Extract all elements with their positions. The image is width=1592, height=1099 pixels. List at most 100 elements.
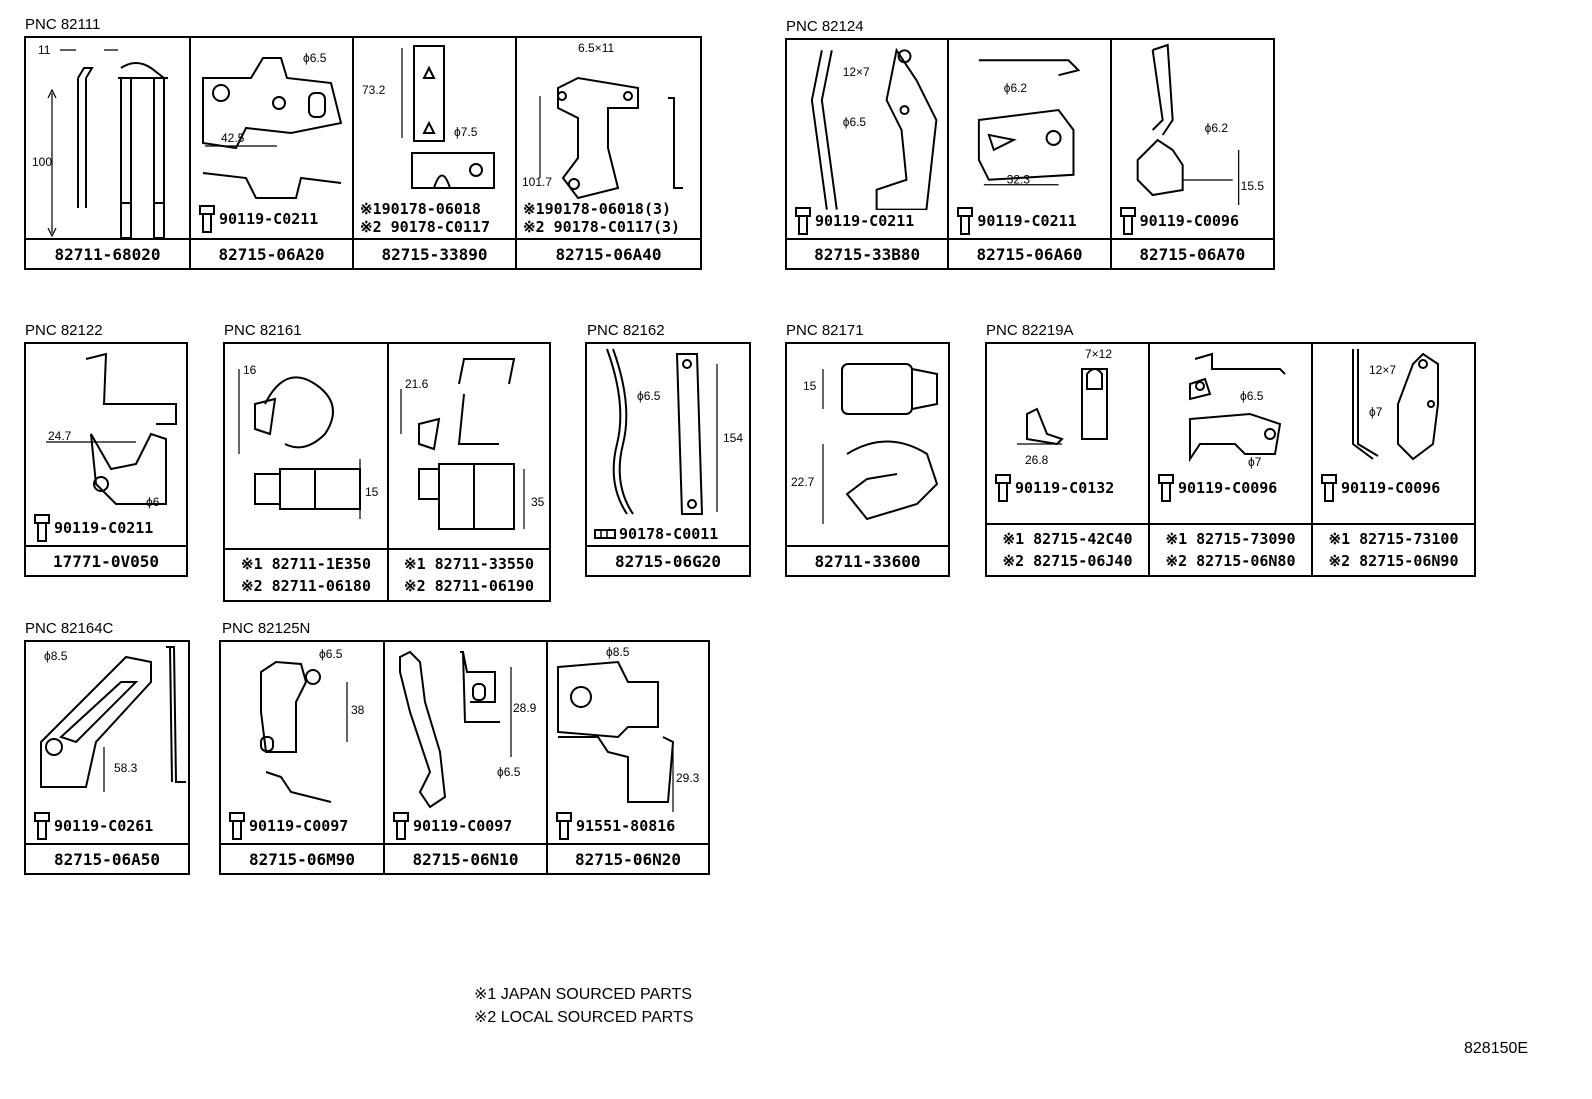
fastener: 90119-C0096: [1156, 473, 1277, 503]
part-illustration: ϕ6.2 32.3: [978, 59, 1081, 187]
svg-text:12×7: 12×7: [843, 65, 870, 79]
part-cell[interactable]: 16 15 ※1 82711-1E350 ※2 82711-06180: [225, 344, 389, 600]
fastener: 90119-C0261: [32, 811, 153, 841]
part-number: ※1 82715-73090 ※2 82715-06N80: [1150, 523, 1311, 575]
part-cell[interactable]: ϕ6.5 38 90119-C0097 82715-06M90: [221, 642, 385, 873]
pnc-label: PNC 82111: [25, 16, 101, 33]
part-cell[interactable]: ϕ6.5 154 90178-C0011 82715-06G20: [587, 344, 749, 575]
svg-text:ϕ6.5: ϕ6.5: [637, 389, 661, 403]
pnc-label: PNC 82219A: [986, 322, 1074, 339]
part-cell[interactable]: 28.9 ϕ6.5 90119-C0097 82715-06N10: [385, 642, 548, 873]
part-illustration: ϕ6.5 154: [606, 348, 743, 515]
svg-text:7×12: 7×12: [1085, 347, 1112, 361]
part-cell[interactable]: 15 22.7 82711-33600: [787, 344, 948, 575]
bolt-icon: [995, 474, 1011, 502]
svg-text:58.3: 58.3: [114, 761, 138, 775]
svg-text:101.7: 101.7: [522, 175, 552, 189]
svg-text:ϕ6: ϕ6: [146, 495, 160, 509]
part-illustration: ϕ6.5 38: [260, 647, 365, 803]
svg-text:ϕ6.5: ϕ6.5: [843, 115, 867, 129]
svg-text:21.6: 21.6: [405, 377, 429, 391]
svg-text:32.3: 32.3: [1007, 173, 1031, 187]
legend-japan-sourced: ※1 JAPAN SOURCED PARTS: [474, 986, 692, 1003]
part-number: 82715-06A70: [1111, 238, 1273, 268]
fastener: 90178-C0011: [593, 525, 718, 543]
part-number: 82715-06N20: [548, 843, 708, 873]
part-number: 82715-06A60: [949, 238, 1110, 268]
svg-text:22.7: 22.7: [791, 475, 815, 489]
pnc-label: PNC 82122: [25, 322, 103, 339]
svg-text:11: 11: [38, 43, 51, 57]
diagram-code: 828150E: [1464, 1040, 1529, 1057]
part-illustration: 15 22.7: [791, 363, 939, 524]
svg-text:15: 15: [365, 485, 379, 499]
svg-text:15.5: 15.5: [1240, 179, 1264, 193]
fastener: 90119-C0097: [227, 811, 348, 841]
svg-text:ϕ6.5: ϕ6.5: [497, 765, 521, 779]
part-number: 82715-33B80: [787, 238, 948, 268]
part-number: 82715-33890: [354, 238, 515, 268]
bolt-icon: [556, 812, 572, 840]
bolt-icon: [957, 207, 974, 235]
part-cell[interactable]: 12×7 ϕ7 90119-C0096 ※1 82715-73100 ※2 82…: [1313, 344, 1474, 575]
bolt-icon: [1119, 207, 1136, 235]
fastener: 90119-C0096: [1319, 473, 1440, 503]
part-number: 82715-06A40: [517, 238, 700, 268]
part-cell[interactable]: 7×12 26.8 90119-C0132 ※1 82715-42C40 ※2 …: [987, 344, 1150, 575]
part-cell[interactable]: 12×7 ϕ6.5 90119-C0211 82715-33B80: [787, 40, 950, 268]
fastener: 91551-80816: [554, 811, 675, 841]
part-illustration: ϕ8.5 29.3: [557, 645, 700, 812]
part-cell[interactable]: ϕ8.5 29.3 91551-80816 82715-06N20: [548, 642, 708, 873]
part-illustration: 24.7 ϕ6: [46, 352, 177, 509]
fastener: 90119-C0132: [993, 473, 1114, 503]
fastener: 90119-C0211: [955, 206, 1077, 236]
part-illustration: 12×7 ϕ6.5: [810, 47, 938, 210]
fastener: ※190178-06018 ※2 90178-C0117: [360, 200, 490, 236]
part-number: 82711-33600: [787, 545, 948, 575]
svg-text:16: 16: [243, 363, 257, 377]
part-group-82111: 11 100 82711-68020 ϕ6.5 42.5 90119-C0211: [24, 36, 702, 270]
part-number: ※1 82711-1E350 ※2 82711-06180: [225, 548, 387, 600]
pnc-label: PNC 82124: [786, 18, 864, 35]
fastener: 90119-C0097: [391, 811, 512, 841]
part-cell[interactable]: ϕ8.5 58.3 90119-C0261 82715-06A50: [26, 642, 188, 873]
part-number: 82715-06N10: [385, 843, 546, 873]
part-number: 82711-68020: [26, 238, 189, 268]
part-cell[interactable]: ϕ6.5 42.5 90119-C0211 82715-06A20: [191, 38, 354, 268]
fastener: 90119-C0211: [793, 206, 914, 236]
part-illustration: 12×7 ϕ7: [1352, 349, 1439, 461]
part-group-82162: ϕ6.5 154 90178-C0011 82715-06G20: [585, 342, 751, 577]
part-cell[interactable]: ϕ6.2 32.3 90119-C0211 82715-06A60: [949, 40, 1112, 268]
fastener: ※190178-06018(3) ※2 90178-C0117(3): [523, 200, 681, 236]
part-number: 17771-0V050: [26, 545, 186, 575]
part-cell[interactable]: 6.5×11 101.7 ※190178-06018(3) ※2 90178-C…: [517, 38, 700, 268]
part-cell[interactable]: ϕ6.2 15.5 90119-C0096 82715-06A70: [1111, 40, 1273, 268]
svg-text:28.9: 28.9: [513, 701, 537, 715]
legend-local-sourced: ※2 LOCAL SOURCED PARTS: [474, 1009, 694, 1026]
part-cell[interactable]: ϕ6.5 ϕ7 90119-C0096 ※1 82715-73090 ※2 82…: [1150, 344, 1313, 575]
part-cell[interactable]: 21.6 35 ※1 82711-33550 ※2 82711-06190: [389, 344, 549, 600]
part-number: 82715-06A50: [26, 843, 188, 873]
bolt-icon: [1158, 474, 1174, 502]
svg-text:154: 154: [723, 431, 743, 445]
fastener: 90119-C0211: [32, 513, 153, 543]
part-number: ※1 82715-42C40 ※2 82715-06J40: [987, 523, 1148, 575]
part-cell[interactable]: 24.7 ϕ6 90119-C0211 17771-0V050: [26, 344, 186, 575]
part-illustration: ϕ6.5 42.5: [202, 51, 343, 199]
bolt-icon: [34, 812, 50, 840]
part-illustration: 11 100: [32, 43, 168, 238]
part-cell[interactable]: 73.2 ϕ7.5 ※190178-06018 ※2 90178-C0117 8…: [354, 38, 517, 268]
part-group-82125N: ϕ6.5 38 90119-C0097 82715-06M90 28.9 ϕ6.…: [219, 640, 710, 875]
svg-text:42.5: 42.5: [221, 131, 245, 145]
bolt-icon: [34, 514, 50, 542]
svg-text:6.5×11: 6.5×11: [578, 41, 614, 55]
svg-text:73.2: 73.2: [362, 83, 386, 97]
part-illustration: 6.5×11 101.7: [522, 41, 683, 200]
part-group-82124: 12×7 ϕ6.5 90119-C0211 82715-33B80 ϕ6.2 3…: [785, 38, 1275, 270]
svg-text:ϕ6.2: ϕ6.2: [1204, 121, 1228, 135]
part-cell[interactable]: 11 100 82711-68020: [26, 38, 191, 268]
fastener: 90119-C0211: [197, 204, 318, 234]
bolt-icon: [795, 207, 811, 235]
part-illustration: ϕ6.5 ϕ7: [1189, 352, 1286, 469]
